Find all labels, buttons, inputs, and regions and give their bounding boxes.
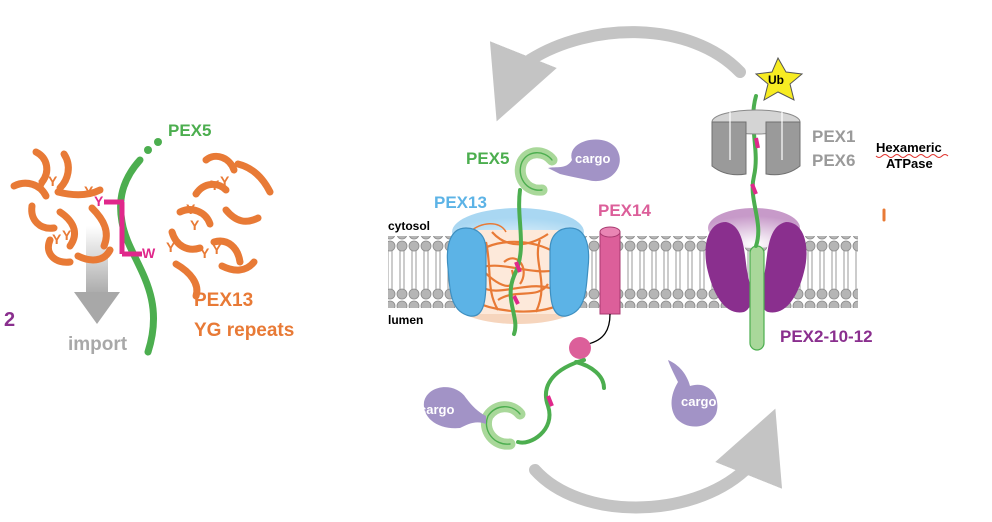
pex1-label: PEX1 — [812, 127, 855, 146]
recycle-arrow-bottom — [529, 408, 783, 514]
hexameric-label: Hexameric — [876, 140, 942, 155]
pex14-protein — [569, 226, 621, 359]
pex13-yg-repeats — [10, 148, 274, 300]
pex13-label-right: PEX13 — [434, 193, 487, 212]
cargo-lumen-left: cargo — [419, 387, 486, 429]
pex5-chain-left — [104, 138, 162, 356]
yg-repeats-label: YG repeats — [194, 320, 294, 341]
svg-text:Y: Y — [48, 173, 58, 189]
y-residues: Y Y Y Y Y Y Y Y Y Y Y Y — [38, 173, 230, 261]
svg-text:Y: Y — [84, 183, 94, 199]
pex2-10-12-label: PEX2-10-12 — [780, 327, 873, 346]
svg-text:Y: Y — [190, 217, 200, 233]
pex1-pex6-atpase — [711, 109, 801, 176]
cytosol-label: cytosol — [388, 219, 430, 233]
import-label: import — [68, 334, 128, 355]
svg-text:Y: Y — [186, 201, 196, 217]
svg-text:Y: Y — [220, 173, 230, 189]
pex6-label: PEX6 — [812, 151, 855, 170]
pex13-label-left: PEX13 — [194, 290, 253, 311]
pex5-label-right: PEX5 — [466, 149, 509, 168]
atpase-label: ATPase — [886, 156, 933, 171]
pex5-w-residue: W — [142, 245, 156, 261]
svg-text:Y: Y — [212, 241, 222, 257]
ubiquitin-star: Ub — [754, 56, 804, 102]
svg-text:cargo: cargo — [419, 402, 454, 417]
pex5-chain-lumen — [516, 358, 586, 445]
svg-text:Ub: Ub — [768, 73, 784, 87]
pex5-thread-pore — [508, 188, 524, 336]
import-arrow — [74, 226, 120, 324]
svg-text:cargo: cargo — [575, 151, 610, 166]
cargo-top: cargo — [548, 139, 620, 182]
svg-text:Y: Y — [166, 239, 176, 255]
pex2-10-12-complex — [705, 208, 807, 351]
pex5-y-residue: Y — [94, 193, 104, 209]
svg-text:Y: Y — [210, 177, 220, 193]
recycle-arrow-top — [489, 26, 746, 122]
svg-text:Y: Y — [38, 177, 48, 193]
pex5-receptor-top — [514, 147, 558, 196]
lumen-label: lumen — [388, 313, 423, 327]
right-panel: cargo PEX5 PEX13 cytosol lumen PEX14 car… — [388, 26, 949, 514]
svg-text:Y: Y — [200, 245, 210, 261]
left-panel: Y Y Y Y Y Y Y Y Y Y Y Y Y W PEX5 PEX13 Y… — [4, 121, 294, 356]
svg-text:cargo: cargo — [681, 394, 716, 409]
svg-text:Y: Y — [52, 231, 62, 247]
svg-text:Y: Y — [62, 227, 72, 243]
pex5-label-left: PEX5 — [168, 121, 211, 140]
side-mark: 2 — [4, 309, 15, 331]
pex14-label: PEX14 — [598, 201, 651, 220]
cargo-lumen-free: cargo — [668, 360, 718, 427]
pex5-receptor-lumen — [481, 401, 526, 450]
